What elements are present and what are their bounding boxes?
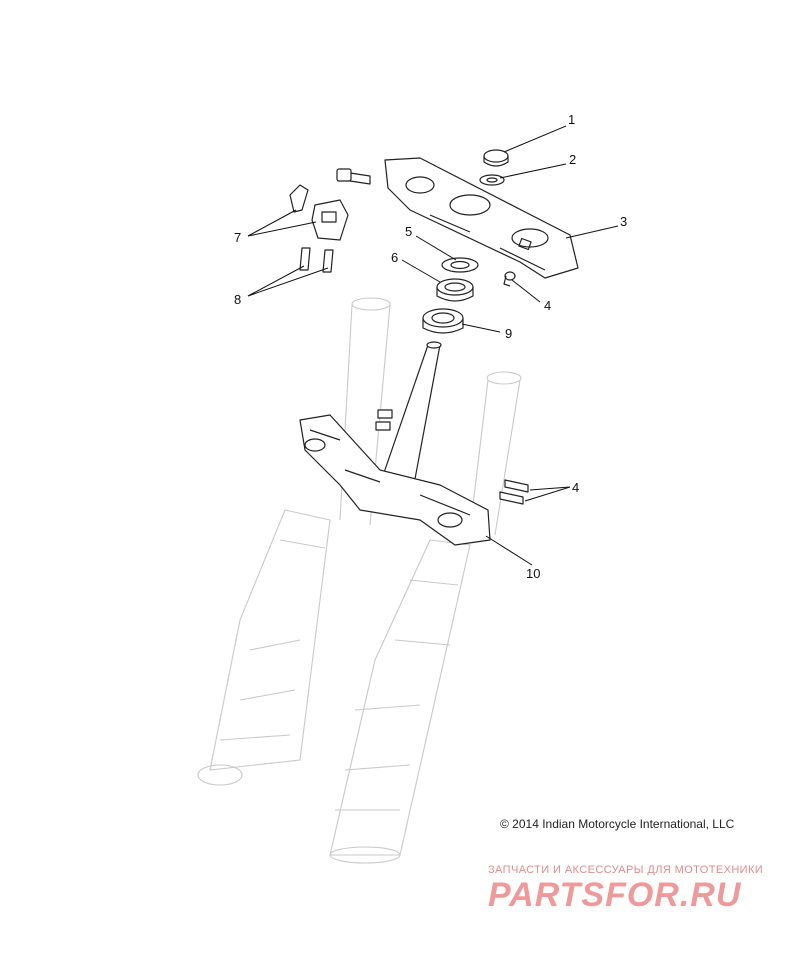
callout-10: 10 [526, 566, 540, 581]
dust-seal [441, 257, 479, 273]
upper-bearing [436, 278, 474, 302]
lower-clamp-bolts-right [499, 479, 529, 505]
callout-2: 2 [569, 152, 576, 167]
callout-8: 8 [234, 292, 241, 307]
callout-5: 5 [405, 224, 412, 239]
callout-4: 4 [544, 298, 551, 313]
clamp-bolt [336, 168, 371, 185]
upper-triple-clamp [384, 157, 579, 279]
copyright-notice: © 2014 Indian Motorcycle International, … [500, 817, 735, 831]
lower-bearing [422, 308, 464, 334]
callout-3: 3 [620, 214, 627, 229]
stem-washer [479, 174, 505, 186]
leader-lines [247, 125, 619, 566]
callout-labels: 1 2 3 4 5 6 7 8 9 4 10 [234, 112, 627, 581]
callout-7: 7 [234, 230, 241, 245]
callout-9: 9 [505, 326, 512, 341]
callout-6: 6 [391, 250, 398, 265]
clamp-bolts [299, 247, 334, 273]
stem-nut [483, 149, 509, 167]
lower-triple-clamp [299, 414, 491, 546]
watermark-subtitle: ЗАПЧАСТИ И АКСЕССУАРЫ ДЛЯ МОТОТЕХНИКИ [488, 864, 764, 876]
watermark-logo: PARTSFOR.RU [488, 876, 742, 914]
lower-clamp-pinch-bolts [375, 409, 393, 431]
fork-assembly-ghost [197, 297, 522, 864]
small-screw [503, 271, 516, 287]
callout-1: 1 [568, 112, 575, 127]
callout-4-lower: 4 [572, 480, 579, 495]
handlebar-clamps [289, 184, 349, 241]
